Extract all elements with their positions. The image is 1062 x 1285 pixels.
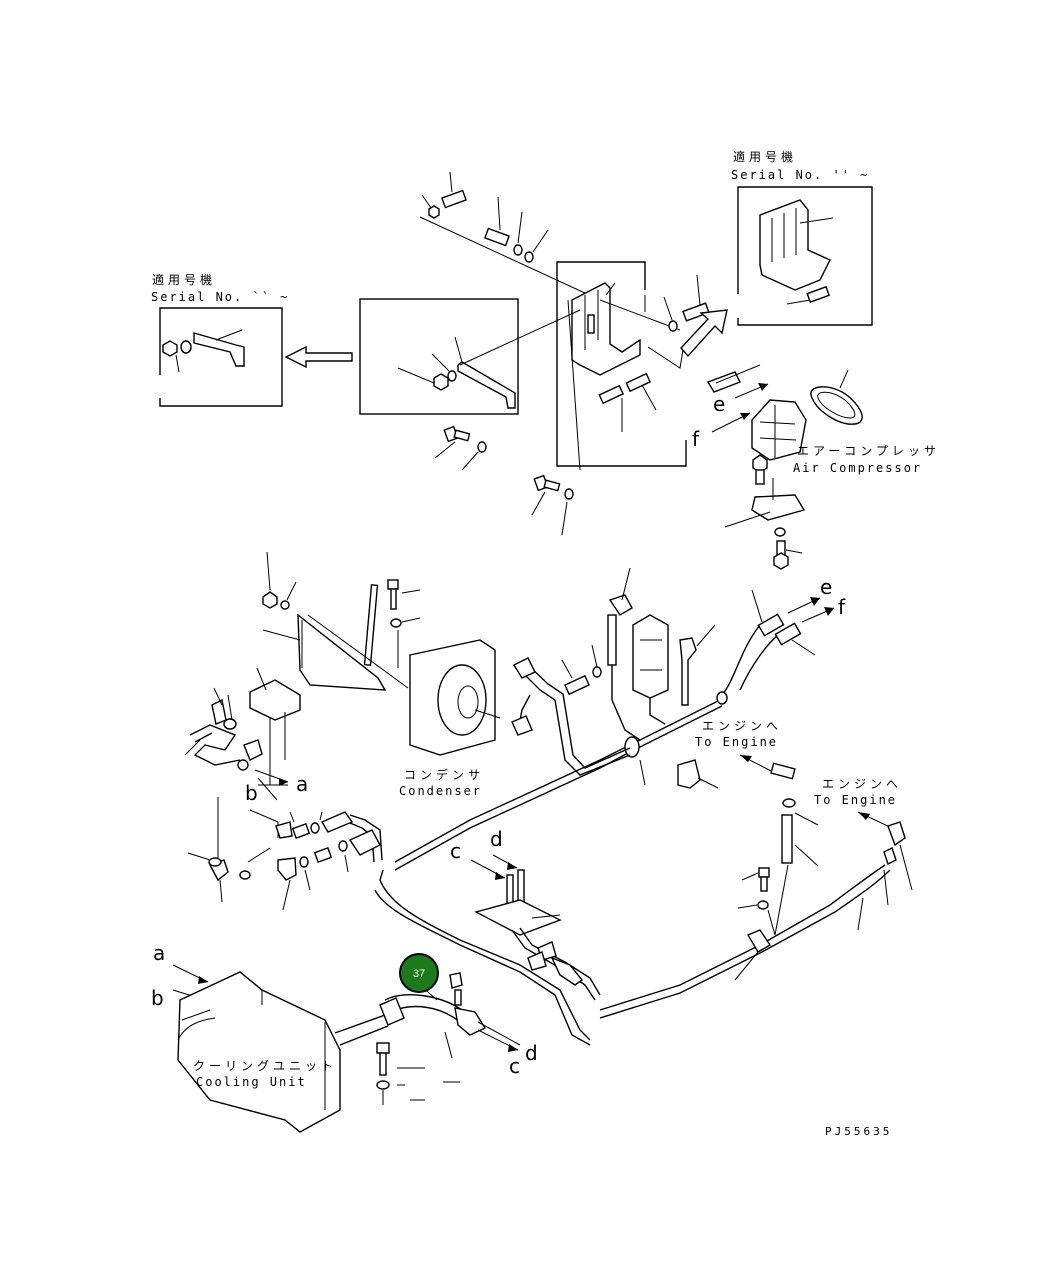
cooling-en: Cooling Unit — [196, 1075, 307, 1089]
air-compressor-jp: エアーコンプレッサ — [797, 444, 940, 458]
letter-f-bottom: f — [838, 595, 846, 619]
compressor-bracket-box — [459, 261, 687, 471]
air-compressor-en: Air Compressor — [793, 461, 922, 475]
serial-left-jp: 適用号機 — [152, 272, 216, 287]
serial-right-en: Serial No. '' ~ — [731, 168, 869, 182]
condenser-en: Condenser — [399, 784, 482, 798]
serial-right-jp: 適用号機 — [733, 149, 797, 164]
bolts-group-1 — [434, 425, 574, 536]
letter-e-bottom: e — [820, 575, 832, 599]
compressor-hoses: e f — [721, 575, 846, 696]
engine2-jp: エンジンへ — [822, 777, 902, 791]
plate — [706, 371, 741, 393]
to-engine-1: エンジンへ To Engine — [677, 719, 782, 789]
letter-f-top: f — [692, 427, 700, 451]
letter-d-top: d — [490, 827, 503, 851]
callout-number[interactable]: 37 — [413, 968, 425, 980]
refrigerant-pipes — [374, 691, 836, 1046]
callout-marker[interactable]: 37 — [399, 953, 439, 993]
cooling-unit: a b クーリングユニット Cooling Unit d c — [151, 941, 538, 1133]
letter-c-top: c — [450, 839, 461, 863]
letter-a-bottom: a — [153, 941, 165, 965]
letter-c-bottom: c — [509, 1054, 520, 1078]
condenser-mount: コンデンサ Condenser — [262, 551, 501, 798]
arrow-left-icon — [284, 345, 353, 369]
serial-box-right: 適用号機 Serial No. '' ~ — [731, 149, 873, 326]
receiver-drier — [561, 567, 716, 741]
condenser-pipes — [511, 657, 631, 776]
cooling-jp: クーリングユニット — [193, 1059, 337, 1073]
letter-e-top: e — [713, 392, 725, 416]
serial-left-en: Serial No. `` ~ — [151, 290, 289, 304]
air-compressor: エアーコンプレッサ Air Compressor e f — [692, 383, 940, 570]
letter-a-top: a — [296, 772, 308, 796]
callout-circle[interactable] — [399, 953, 439, 993]
letter-d-bottom: d — [525, 1041, 538, 1065]
bolts-group-2 — [419, 171, 601, 301]
serial-box-left: 適用号機 Serial No. `` ~ — [151, 272, 289, 407]
left-fittings: a b — [184, 667, 383, 911]
cd-bracket: d c — [450, 827, 601, 1001]
belt-icon — [810, 369, 863, 425]
bracket-box — [359, 298, 519, 415]
to-engine-2: エンジンへ To Engine — [739, 754, 913, 931]
bolts-group-3 — [663, 274, 710, 332]
engine1-en: To Engine — [695, 735, 778, 749]
letter-b-bottom: b — [151, 986, 164, 1010]
engine1-jp: エンジンへ — [702, 719, 782, 733]
arrow-up-right-icon — [680, 309, 728, 358]
engine2-en: To Engine — [814, 793, 897, 807]
letter-b-top: b — [245, 781, 258, 805]
pins — [598, 372, 657, 432]
drawing-code: PJ55635 — [825, 1125, 892, 1138]
condenser-jp: コンデンサ — [404, 767, 484, 782]
